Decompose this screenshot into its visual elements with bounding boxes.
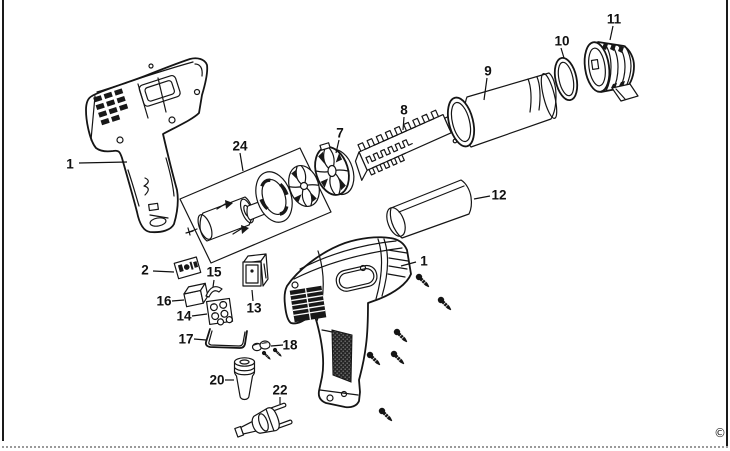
part-label-8: 8 [400, 103, 408, 118]
leader-line-11 [609, 25, 614, 41]
leader-line-8 [402, 116, 405, 131]
leader-line-14 [191, 313, 208, 317]
part-clip [205, 286, 223, 298]
part-label-20: 20 [209, 373, 224, 388]
page-border-right [726, 0, 728, 448]
copyright-mark: © [714, 426, 726, 440]
part-label-17: 17 [178, 332, 193, 347]
part-gun-body-assembled [283, 236, 412, 409]
leader-line-16 [171, 299, 185, 302]
leader-line-2 [152, 270, 175, 273]
part-label-15: 15 [206, 265, 222, 280]
part-label-22: 22 [272, 383, 287, 398]
leader-line-1-left [78, 161, 128, 164]
part-label-12: 12 [491, 188, 506, 203]
part-label-10: 10 [554, 34, 569, 49]
leader-line-12 [473, 195, 491, 200]
motor [185, 196, 255, 242]
part-label-13: 13 [246, 301, 262, 316]
leader-line-7 [335, 139, 340, 154]
part-label-1-left: 1 [66, 157, 74, 172]
part-housing-half-open [85, 57, 209, 234]
part-cord-protector [233, 357, 256, 401]
leader-line-1-right [400, 261, 417, 267]
part-capacitor-box [183, 282, 209, 308]
leader-line-17 [193, 338, 207, 341]
part-plug [234, 402, 293, 438]
part-barrel-tube [446, 72, 558, 148]
fan-inner [288, 164, 320, 208]
part-label-18: 18 [282, 338, 298, 353]
part-label-1-right: 1 [420, 254, 428, 269]
part-cord-clamp [251, 340, 284, 362]
part-wire-bail [204, 328, 248, 349]
part-label-16: 16 [156, 294, 172, 309]
part-motor-assembly-box [179, 147, 332, 264]
part-label-24: 24 [232, 139, 248, 154]
part-terminal-block [205, 297, 234, 326]
part-label-11: 11 [607, 12, 622, 27]
part-label-7: 7 [336, 126, 344, 141]
page-border-left [2, 0, 4, 441]
part-ring [553, 56, 579, 102]
leader-line-13 [251, 289, 254, 302]
part-label-9: 9 [484, 64, 492, 79]
page-border-bottom-dotted [2, 446, 728, 448]
leader-line-9 [483, 77, 488, 101]
part-outer-tube [386, 179, 472, 239]
part-nozzle-cap [583, 41, 639, 102]
part-label-2: 2 [141, 263, 149, 278]
part-label-14: 14 [176, 309, 192, 324]
part-nameplate [173, 256, 202, 280]
leader-line-24 [239, 152, 244, 172]
part-switch [242, 253, 269, 287]
leader-line-10 [560, 47, 565, 59]
part-fan [314, 142, 355, 196]
leader-line-18 [270, 344, 284, 347]
leader-line-15 [212, 279, 215, 288]
